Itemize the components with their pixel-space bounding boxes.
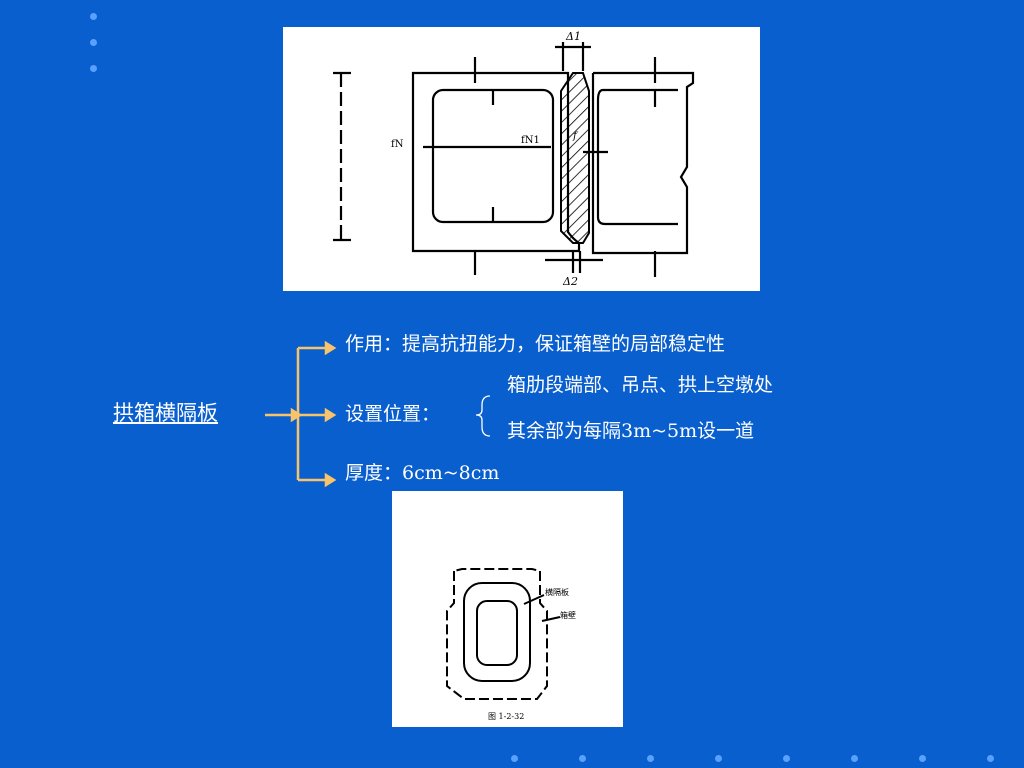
decor-dot — [715, 755, 722, 762]
fn1-label: fN1 — [521, 135, 540, 146]
decor-dot — [919, 755, 926, 762]
brace-icon — [475, 395, 491, 437]
figure-caption: 图 1-2-32 — [488, 712, 524, 721]
position-item-1: 箱肋段端部、吊点、拱上空墩处 — [507, 374, 774, 396]
position-label: 设置位置： — [345, 403, 441, 425]
delta2-label: Δ2 — [562, 275, 578, 288]
decor-dot — [511, 755, 518, 762]
main-label-box-diaphragm: 拱箱横隔板 — [113, 401, 218, 425]
diaphragm-label: 横隔板 — [545, 587, 569, 597]
thickness-text: 厚度：6cm~8cm — [345, 462, 500, 484]
f-label: f — [572, 131, 579, 142]
box-rib-section-figure: Δ1 Δ2 fN1 fN f — [283, 27, 760, 291]
decor-dot — [90, 39, 97, 46]
decor-dot — [90, 13, 97, 20]
box-wall-label: 箱壁 — [560, 610, 576, 620]
delta1-label: Δ1 — [565, 30, 581, 43]
decor-dot — [987, 755, 994, 762]
position-item-2: 其余部为每隔3m~5m设一道 — [507, 420, 755, 442]
box-section-diaphragm-figure: 横隔板 箱壁 图 1-2-32 — [392, 491, 623, 727]
fn-label: fN — [391, 139, 404, 150]
function-text: 作用：提高抗扭能力，保证箱壁的局部稳定性 — [345, 333, 726, 355]
box-section-drawing: 横隔板 箱壁 图 1-2-32 — [446, 568, 576, 721]
decor-dot — [851, 755, 858, 762]
decor-dot — [783, 755, 790, 762]
decor-dot — [647, 755, 654, 762]
decor-dot — [90, 65, 97, 72]
box-rib-section-drawing: Δ1 Δ2 fN1 fN f — [333, 30, 695, 288]
decor-dot — [579, 755, 586, 762]
